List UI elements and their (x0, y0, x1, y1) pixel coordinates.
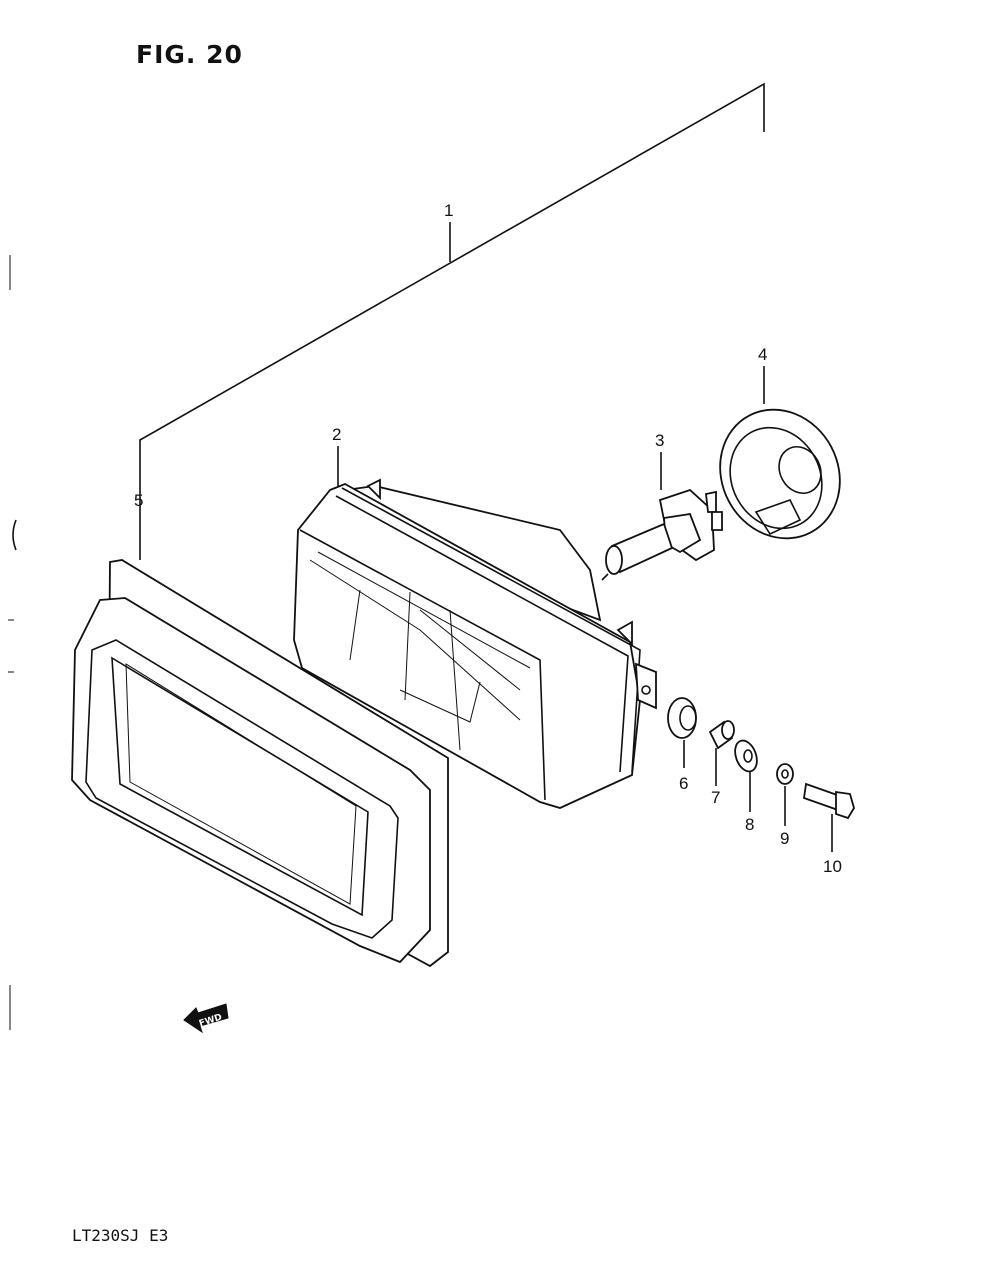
callout-labels: 1 2 3 4 5 6 7 8 9 10 (134, 201, 842, 876)
lock-washer (776, 763, 794, 785)
socket-cover (719, 408, 841, 540)
callout-5: 5 (134, 491, 143, 510)
callout-3: 3 (655, 431, 664, 450)
leader-lines (337, 366, 833, 852)
spacer (708, 720, 735, 750)
callout-9: 9 (780, 829, 789, 848)
cushion (667, 697, 697, 739)
margin-marks (8, 255, 17, 1030)
callout-8: 8 (745, 815, 754, 834)
callout-7: 7 (711, 788, 720, 807)
model-code: LT230SJ E3 (72, 1226, 169, 1245)
callout-2: 2 (332, 425, 341, 444)
bolt (803, 782, 855, 820)
callout-10: 10 (823, 857, 842, 876)
forward-arrow-icon: FWD (183, 1003, 229, 1034)
callout-4: 4 (758, 345, 767, 364)
headlight-unit (293, 478, 657, 809)
callout-6: 6 (679, 774, 688, 793)
washer (734, 739, 758, 773)
assembly-bracket (139, 82, 765, 560)
callout-1: 1 (444, 201, 453, 220)
headlight-rim (71, 559, 449, 968)
figure-title: FIG. 20 (136, 40, 243, 69)
bulb (601, 488, 723, 581)
